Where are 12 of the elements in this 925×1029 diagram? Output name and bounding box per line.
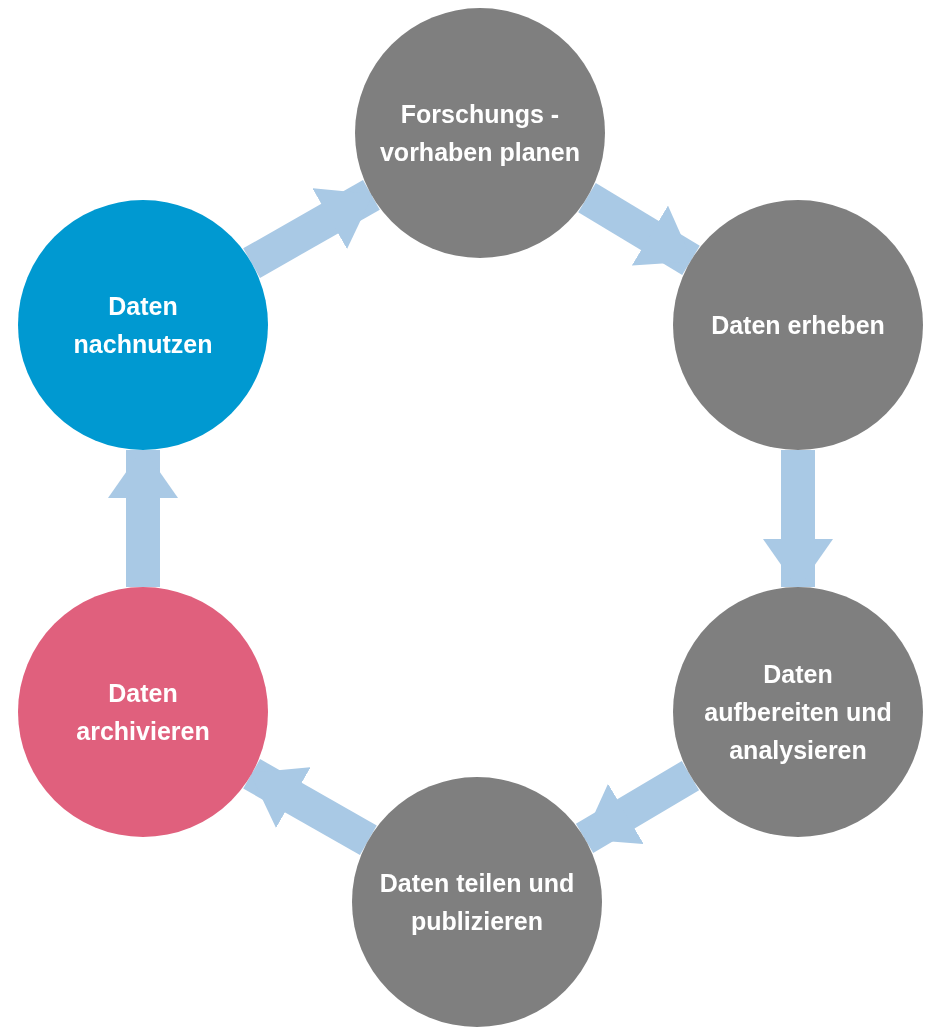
node-label: Daten aufbereiten und analysieren bbox=[703, 659, 893, 766]
node-label: Daten erheben bbox=[711, 310, 885, 341]
block-arrow bbox=[575, 761, 700, 853]
block-arrow bbox=[763, 450, 833, 589]
node-label: Daten archivieren bbox=[75, 678, 211, 747]
node-label: Daten nachnutzen bbox=[72, 291, 214, 360]
node-label: Daten teilen und publizieren bbox=[378, 868, 576, 937]
block-arrow bbox=[578, 183, 700, 275]
block-arrow bbox=[243, 759, 377, 855]
block-arrow bbox=[108, 448, 178, 587]
block-arrow bbox=[243, 180, 380, 278]
node-label: Forschungs -vorhaben planen bbox=[378, 99, 581, 168]
